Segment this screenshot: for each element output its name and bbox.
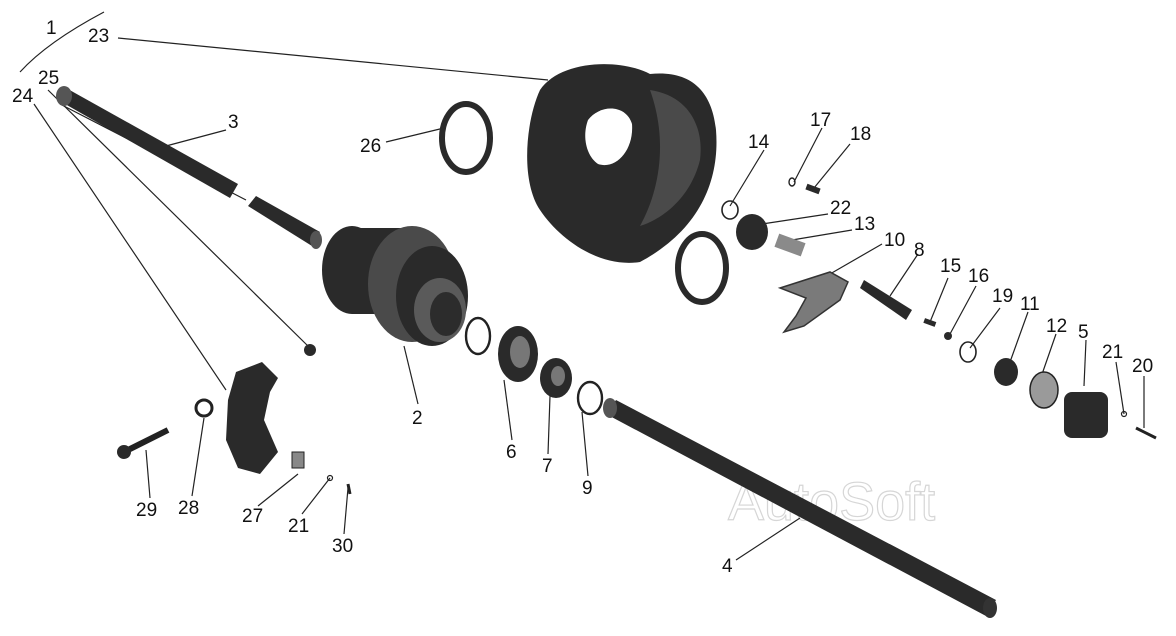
callout-28: 28 xyxy=(178,498,199,519)
callout-19: 19 xyxy=(992,286,1013,307)
callout-5: 5 xyxy=(1078,322,1089,343)
lock-plate-27 xyxy=(291,451,305,469)
callout-21-left: 21 xyxy=(288,516,309,537)
bolt-30 xyxy=(346,483,352,495)
callout-7: 7 xyxy=(542,456,553,477)
callout-16: 16 xyxy=(968,266,989,287)
washer-21-right xyxy=(1120,410,1128,418)
callout-21-right: 21 xyxy=(1102,342,1123,363)
gasket-12 xyxy=(1029,371,1059,409)
pin-15 xyxy=(923,318,937,327)
callout-8: 8 xyxy=(914,240,925,261)
callout-labels: 1 23 25 24 3 26 14 17 18 22 13 10 8 15 1… xyxy=(12,18,1153,577)
rod-8 xyxy=(860,280,912,320)
washer-21-left xyxy=(326,474,334,482)
callout-13: 13 xyxy=(854,214,875,235)
gear-22 xyxy=(736,214,768,250)
callout-12: 12 xyxy=(1046,316,1067,337)
callout-11: 11 xyxy=(1020,294,1040,315)
callout-27: 27 xyxy=(242,506,263,527)
bearing-7 xyxy=(540,358,572,398)
callout-18: 18 xyxy=(850,124,871,145)
callout-15: 15 xyxy=(940,256,961,277)
washer-28 xyxy=(194,398,214,418)
callout-1: 1 xyxy=(46,18,57,39)
bolt-20 xyxy=(1135,426,1157,440)
bracket-24 xyxy=(226,362,278,474)
callout-29: 29 xyxy=(136,500,157,521)
bearing-11 xyxy=(994,358,1018,386)
o-ring-19 xyxy=(959,341,977,363)
callout-2: 2 xyxy=(412,408,423,429)
callout-23: 23 xyxy=(88,26,109,47)
snap-ring-26 xyxy=(439,101,493,175)
callout-10: 10 xyxy=(884,230,905,251)
bearing-ring xyxy=(675,231,729,305)
pin-17 xyxy=(788,177,796,187)
callout-3: 3 xyxy=(228,112,239,133)
callout-6: 6 xyxy=(506,442,517,463)
callout-9: 9 xyxy=(582,478,593,499)
callout-22: 22 xyxy=(830,198,851,219)
callout-30: 30 xyxy=(332,536,353,557)
callout-17: 17 xyxy=(810,110,831,131)
seal-6 xyxy=(498,326,538,382)
chamber-5 xyxy=(1064,392,1108,438)
shift-fork-10 xyxy=(777,271,849,334)
plug-25 xyxy=(304,344,316,356)
callout-4: 4 xyxy=(722,556,733,577)
differential-2 xyxy=(322,226,468,346)
housing-23 xyxy=(527,64,717,263)
callout-20: 20 xyxy=(1132,356,1153,377)
callout-26: 26 xyxy=(360,136,381,157)
spring-13 xyxy=(774,233,806,257)
axle-shaft-3 xyxy=(56,86,322,249)
ball-16 xyxy=(944,332,952,340)
snap-ring-9 xyxy=(576,380,604,416)
axle-shaft-4 xyxy=(603,398,997,618)
callout-24: 24 xyxy=(12,86,34,107)
leader-lines xyxy=(19,11,1145,561)
callout-25: 25 xyxy=(38,68,59,89)
snap-ring-small xyxy=(464,316,492,356)
o-ring-14 xyxy=(721,200,739,220)
bolt-18 xyxy=(805,183,821,195)
callout-14: 14 xyxy=(748,132,770,153)
bolt-29 xyxy=(117,427,170,459)
